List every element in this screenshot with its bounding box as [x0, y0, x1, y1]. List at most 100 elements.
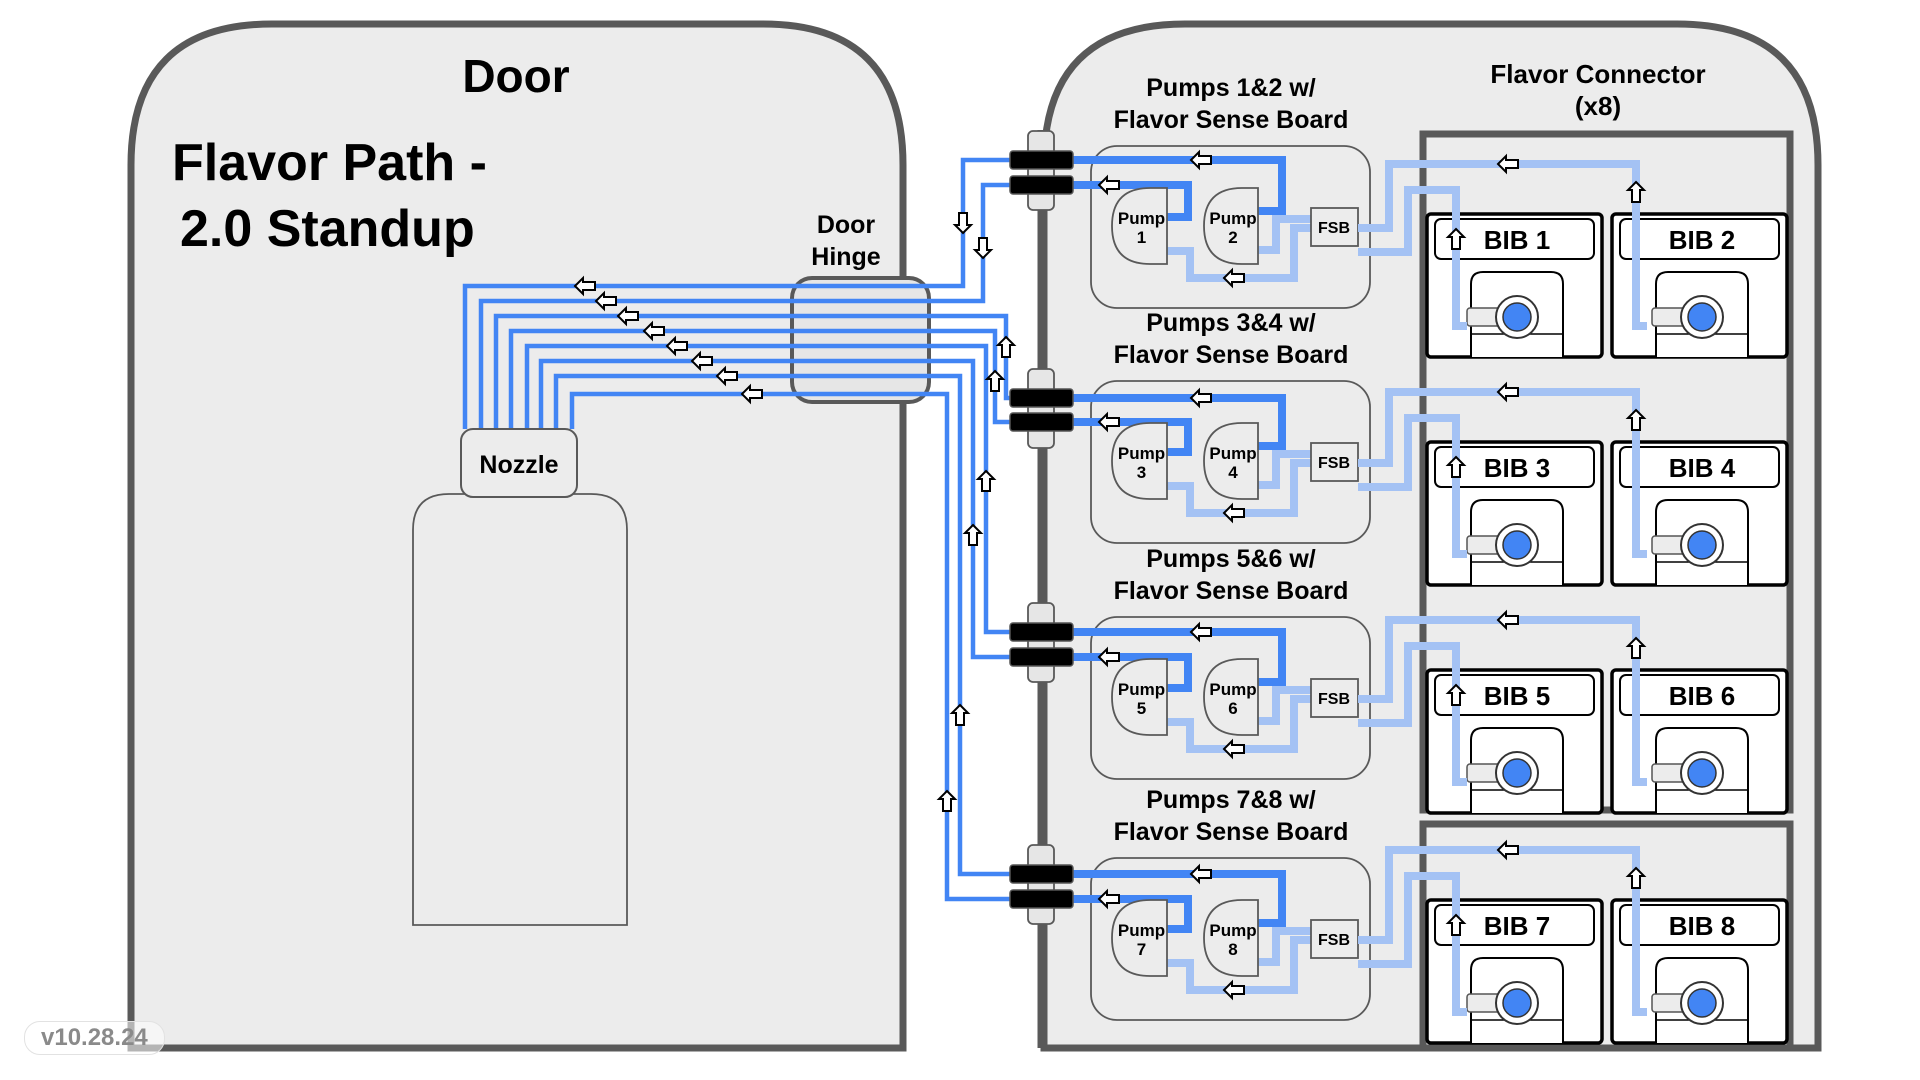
bib-label: BIB 4 [1669, 453, 1736, 483]
flow-arrow-up-icon [951, 704, 969, 726]
dispense-tube [462, 157, 1012, 429]
pump-number: 7 [1137, 940, 1146, 959]
dispense-tube [524, 343, 1012, 635]
flow-arrow-down-icon [954, 212, 972, 234]
pump-number: 8 [1228, 940, 1237, 959]
pump-4 [1203, 422, 1259, 500]
pump-number: 4 [1228, 463, 1238, 482]
bib-label-plate [1434, 674, 1595, 716]
pump-outlet-tube [1072, 628, 1286, 686]
bib-label-plate [1434, 904, 1595, 946]
pump-label: Pump [1209, 444, 1256, 463]
bib-connector-5: BIB 5 [1425, 668, 1604, 815]
pump-2 [1203, 187, 1259, 265]
bib-connector-7: BIB 7 [1425, 898, 1604, 1045]
pump-outlet-tube [1072, 870, 1286, 927]
bib-connector-2: BIB 2 [1610, 212, 1789, 359]
pump-outlet-tube [1072, 895, 1192, 933]
dispense-reservoir [412, 493, 628, 926]
bib-label: BIB 1 [1484, 225, 1550, 255]
nozzle [460, 428, 578, 498]
flow-arrow-up-icon [938, 790, 956, 812]
pump-outlet-tube [1072, 653, 1192, 692]
pump-number: 3 [1137, 463, 1146, 482]
pump-module-5-6: Pumps 5&6 w/Flavor Sense BoardPump5Pump6… [1072, 545, 1371, 780]
bib-connector-8: BIB 8 [1610, 898, 1789, 1045]
flow-arrow-up-icon [977, 470, 995, 492]
flow-arrow-down-icon [974, 237, 992, 259]
pump-number: 2 [1228, 228, 1237, 247]
bulkhead-connectors [1009, 130, 1074, 925]
flavor-connector-label-line-2: (x8) [1575, 91, 1621, 121]
connector-body [1027, 130, 1055, 211]
pump-outlet-tube [1072, 156, 1286, 215]
pump-label: Pump [1118, 921, 1165, 940]
door-hinge-label-line-1: Door [817, 211, 876, 239]
bib-fitting [1687, 530, 1717, 560]
supply-tube [1358, 642, 1467, 786]
door-hinge-label-line-2: Hinge [811, 243, 881, 271]
version-badge: v10.28.24 [24, 1021, 165, 1055]
pump-inlet-tube [1258, 686, 1313, 725]
bib-connector-6: BIB 6 [1610, 668, 1789, 815]
connector-fitting [1009, 388, 1074, 408]
nozzle-label: Nozzle [479, 451, 558, 479]
dispense-tubes [462, 157, 1012, 902]
pump-outlet-tube [1072, 181, 1192, 221]
bib-fitting [1502, 988, 1532, 1018]
connector-body [1027, 368, 1055, 449]
pump-outlet-tube [1072, 394, 1286, 450]
pump-7 [1111, 899, 1168, 977]
supply-tube [1358, 872, 1467, 1016]
connector-fitting [1009, 889, 1074, 909]
flow-arrow-up-icon [986, 370, 1004, 392]
dispense-tube [478, 182, 1012, 429]
door-hinge [790, 276, 931, 404]
diagram-title-line-1: Flavor Path - [172, 134, 487, 192]
bib-fitting [1502, 758, 1532, 788]
pump-label: Pump [1209, 680, 1256, 699]
supply-tube [1358, 414, 1467, 558]
bib-fitting [1687, 988, 1717, 1018]
pump-inlet-tube [1258, 927, 1313, 966]
pump-module-title-line-1: Pumps 5&6 w/ [1146, 545, 1316, 573]
pump-number: 5 [1137, 699, 1146, 718]
pump-number: 6 [1228, 699, 1237, 718]
bib-label: BIB 3 [1484, 453, 1550, 483]
bib-label: BIB 7 [1484, 911, 1550, 941]
fsb-label: FSB [1318, 932, 1350, 949]
pump-module-title-line-1: Pumps 3&4 w/ [1146, 309, 1316, 337]
pump-inlet-tube [1258, 215, 1313, 254]
diagram-title-line-2: 2.0 Standup [180, 200, 475, 258]
pump-6 [1203, 658, 1259, 736]
connector-fitting [1009, 622, 1074, 642]
bib-label-plate [1619, 904, 1780, 946]
connector-body [1027, 602, 1055, 683]
pump-module-title-line-2: Flavor Sense Board [1114, 818, 1349, 846]
connector-fitting [1009, 864, 1074, 884]
bib-label: BIB 6 [1669, 681, 1735, 711]
pump-1 [1111, 187, 1168, 265]
flow-arrow-up-icon [964, 524, 982, 546]
bib-connector-1: BIB 1 [1425, 212, 1604, 359]
pump-label: Pump [1209, 209, 1256, 228]
pump-3 [1111, 422, 1168, 500]
bib-label-plate [1619, 218, 1780, 260]
flavor-connector-label-line-1: Flavor Connector [1490, 59, 1705, 89]
pump-module-title-line-1: Pumps 1&2 w/ [1146, 74, 1316, 102]
bib-label: BIB 8 [1669, 911, 1735, 941]
bulkhead-connector [1009, 368, 1074, 449]
bib-connector-3: BIB 3 [1425, 440, 1604, 587]
bib-fitting [1687, 758, 1717, 788]
pump-module-title-line-1: Pumps 7&8 w/ [1146, 786, 1316, 814]
bib-connectors: BIB 1 BIB 2 BIB 3 BIB 4 BIB 5 BIB 6 BIB 7 BIB 8 [1425, 212, 1789, 1045]
pump-module-3-4: Pumps 3&4 w/Flavor Sense BoardPump3Pump4… [1072, 309, 1371, 544]
bib-fitting [1502, 530, 1532, 560]
pump-5 [1111, 658, 1168, 736]
dispense-tube [508, 328, 1012, 429]
fsb-label: FSB [1318, 220, 1350, 237]
pump-number: 1 [1137, 228, 1146, 247]
connector-body [1027, 844, 1055, 925]
dispense-tube [493, 313, 1012, 429]
pump-label: Pump [1118, 680, 1165, 699]
